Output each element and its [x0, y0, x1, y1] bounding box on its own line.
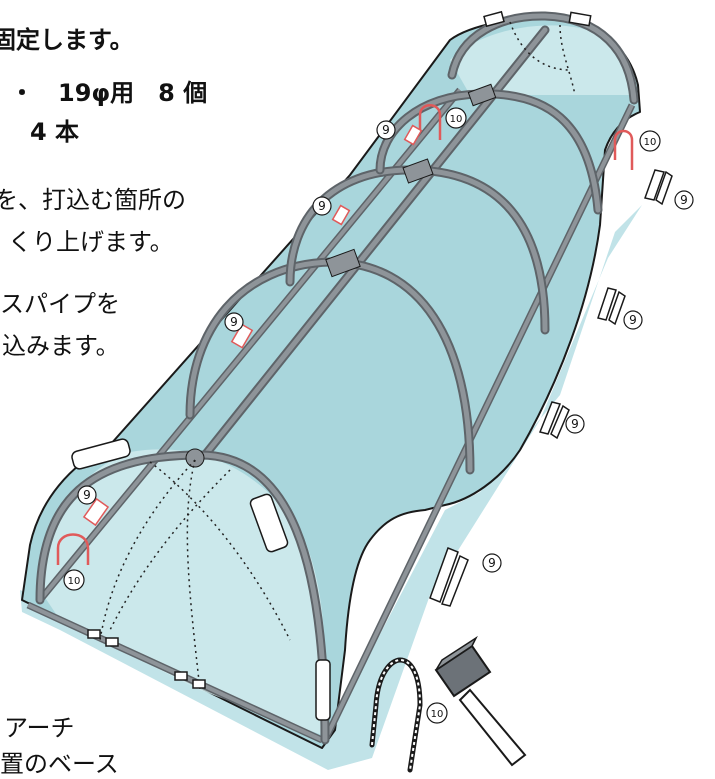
tunnel-front-interior: [40, 449, 326, 735]
callout-9: 9: [83, 488, 91, 502]
instruction-lift-text: くり上げます。: [8, 228, 174, 256]
callout-labels: [63, 107, 694, 724]
red-clips: [82, 124, 423, 527]
peg-count-text: 4 本: [30, 118, 80, 146]
callout-9: 9: [680, 193, 688, 207]
callout-9: 9: [488, 556, 496, 570]
callout-10: 10: [68, 576, 81, 587]
tunnel-back-interior: [450, 25, 632, 95]
clip-count-text: ・ 19φ用 8 個: [10, 79, 208, 107]
instruction-drive-text: を、打込む箇所の: [0, 186, 186, 214]
loose-peg: [369, 657, 423, 773]
installed-pegs: [56, 104, 634, 565]
callout-10: 10: [431, 709, 444, 720]
callout-10: 10: [644, 137, 657, 148]
end-dotted-lines: [99, 21, 576, 691]
callout-9: 9: [571, 417, 579, 431]
callout-text: 9 10 10 9 9 9 9 9 9 9 10 10: [68, 114, 688, 720]
callout-9: 9: [629, 313, 637, 327]
cross-joints: [185, 83, 497, 468]
instruction-pipe-text: スパイプを: [0, 290, 120, 318]
instruction-fix-text: 固定します。: [0, 26, 134, 54]
callout-10: 10: [450, 114, 463, 125]
arch-label-text: アーチ: [4, 714, 75, 742]
clips: [71, 10, 592, 721]
loose-clips: [429, 169, 673, 607]
clip-top-left: [71, 438, 131, 470]
callout-9: 9: [382, 123, 390, 137]
hammer-icon: [434, 635, 527, 767]
clip-bottom-right: [315, 659, 331, 721]
instruction-insert-text: 込みます。: [2, 332, 120, 360]
callout-9: 9: [318, 199, 326, 213]
clip-right-arch: [249, 493, 289, 553]
base-label-text: 置のベース: [0, 750, 119, 778]
callout-9: 9: [230, 315, 238, 329]
